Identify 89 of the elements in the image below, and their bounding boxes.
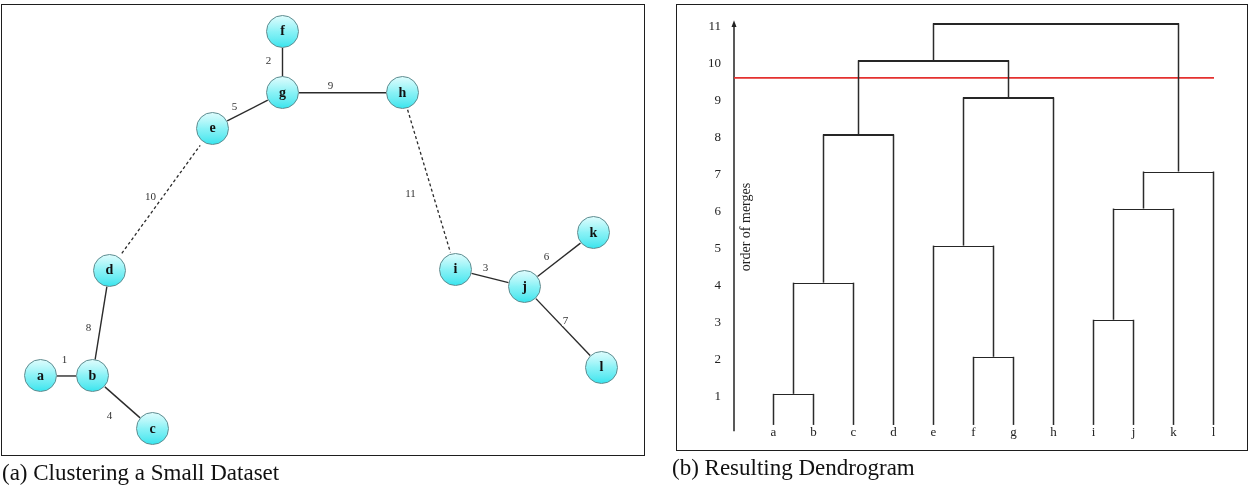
dendrogram-branch <box>1012 356 1015 426</box>
axis-tick-label: 4 <box>714 276 721 292</box>
edge-line <box>104 386 141 419</box>
figure-caption: (b) Resulting Dendrogram <box>672 454 915 482</box>
axis-tick-label: 8 <box>714 128 721 144</box>
dendrogram-panel <box>676 4 1248 452</box>
dendrogram-branch <box>932 244 935 426</box>
edge-weight-label: 8 <box>84 321 93 333</box>
axis-tick-label: 10 <box>708 54 721 70</box>
leaf-label: g <box>1010 424 1017 439</box>
edge-weight-label: 5 <box>230 100 239 113</box>
edge-line <box>281 47 284 77</box>
graph-vertex: i <box>439 252 472 286</box>
edge-line <box>536 242 582 278</box>
graph-vertex: b <box>76 359 109 393</box>
axis-tick-label: 3 <box>714 313 721 329</box>
edge-line <box>56 375 77 377</box>
graph-vertex: g <box>266 76 299 110</box>
merge-line <box>932 23 1180 25</box>
merge-line <box>772 393 815 396</box>
graph-vertex: l <box>585 350 618 384</box>
axis-title: order of merges <box>737 182 753 271</box>
edge-weight-label: 10 <box>144 190 157 203</box>
graph-vertex: e <box>196 111 229 145</box>
dendrogram-branch <box>857 59 860 136</box>
leaf-label: f <box>971 424 976 439</box>
graph-vertex: j <box>508 270 541 304</box>
leaf-label: d <box>890 424 897 439</box>
leaf-label: e <box>930 424 937 439</box>
merge-line <box>932 245 995 248</box>
dendrogram-branch <box>792 281 795 395</box>
merge-line <box>822 134 895 136</box>
dendrogram-branch <box>852 281 855 426</box>
leaf-label: l <box>1211 424 1216 439</box>
edge-line <box>298 92 387 94</box>
leaf-label: j <box>1131 424 1136 439</box>
figure-caption: (a) Clustering a Small Dataset <box>2 459 280 487</box>
leaf-label: i <box>1091 424 1096 439</box>
dendrogram-branch <box>992 244 995 358</box>
dendrogram-branch <box>1112 207 1115 321</box>
dendrogram-branch <box>1212 170 1215 426</box>
leaf-label: h <box>1050 424 1057 439</box>
leaf-label: k <box>1170 424 1177 439</box>
edge-weight-label: 2 <box>264 54 273 67</box>
dendrogram-branch <box>812 393 815 426</box>
edge-weight-label: 4 <box>105 409 114 422</box>
graph-panel <box>1 4 645 457</box>
dendrogram-branch <box>1142 170 1145 210</box>
axis-tick-label: 6 <box>714 202 721 218</box>
graph-vertex: a <box>24 359 57 393</box>
dendrogram-branch <box>932 22 935 62</box>
merge-line <box>972 356 1015 359</box>
edge-line <box>470 272 510 284</box>
dendrogram-branch <box>972 356 975 426</box>
dendrogram-branch <box>962 96 965 247</box>
dendrogram-branch <box>772 393 775 426</box>
edge-weight-label: 7 <box>561 314 570 327</box>
axis-tick-label: 2 <box>714 350 721 366</box>
dendrogram-branch <box>892 133 895 426</box>
leaf-label: c <box>850 424 857 439</box>
graph-vertex: d <box>93 253 126 287</box>
graph-vertex: h <box>386 76 419 110</box>
merge-line <box>1142 171 1215 173</box>
graph-vertex: k <box>577 216 610 250</box>
dendrogram-branch <box>822 133 825 284</box>
merge-line <box>857 60 1010 62</box>
axis-tick-label: 11 <box>708 17 721 33</box>
edge-weight-label: 9 <box>326 79 335 92</box>
graph-vertex: c <box>136 412 169 446</box>
leaf-label: b <box>810 424 817 439</box>
graph-vertex: f <box>266 14 299 48</box>
dashed-edge-line <box>121 144 201 255</box>
dendrogram-branch <box>1172 207 1175 426</box>
dendrogram-branch <box>1132 319 1135 426</box>
edge-line <box>535 297 591 357</box>
leaf-label: a <box>770 424 777 439</box>
dendrogram-branch <box>1092 319 1095 426</box>
dendrogram-branch <box>1052 96 1055 426</box>
edge-line <box>94 285 108 361</box>
axis-tick-label: 9 <box>714 91 721 107</box>
dendrogram-branch <box>1177 22 1180 173</box>
merge-line <box>1092 319 1135 322</box>
merge-line <box>1112 208 1175 211</box>
axis-tick-label: 5 <box>714 239 721 255</box>
axis-tick-label: 7 <box>714 165 721 181</box>
merge-line <box>792 282 855 285</box>
dendrogram-branch <box>1007 59 1010 99</box>
axis-tick-label: 1 <box>714 387 721 403</box>
merge-line <box>962 97 1055 99</box>
